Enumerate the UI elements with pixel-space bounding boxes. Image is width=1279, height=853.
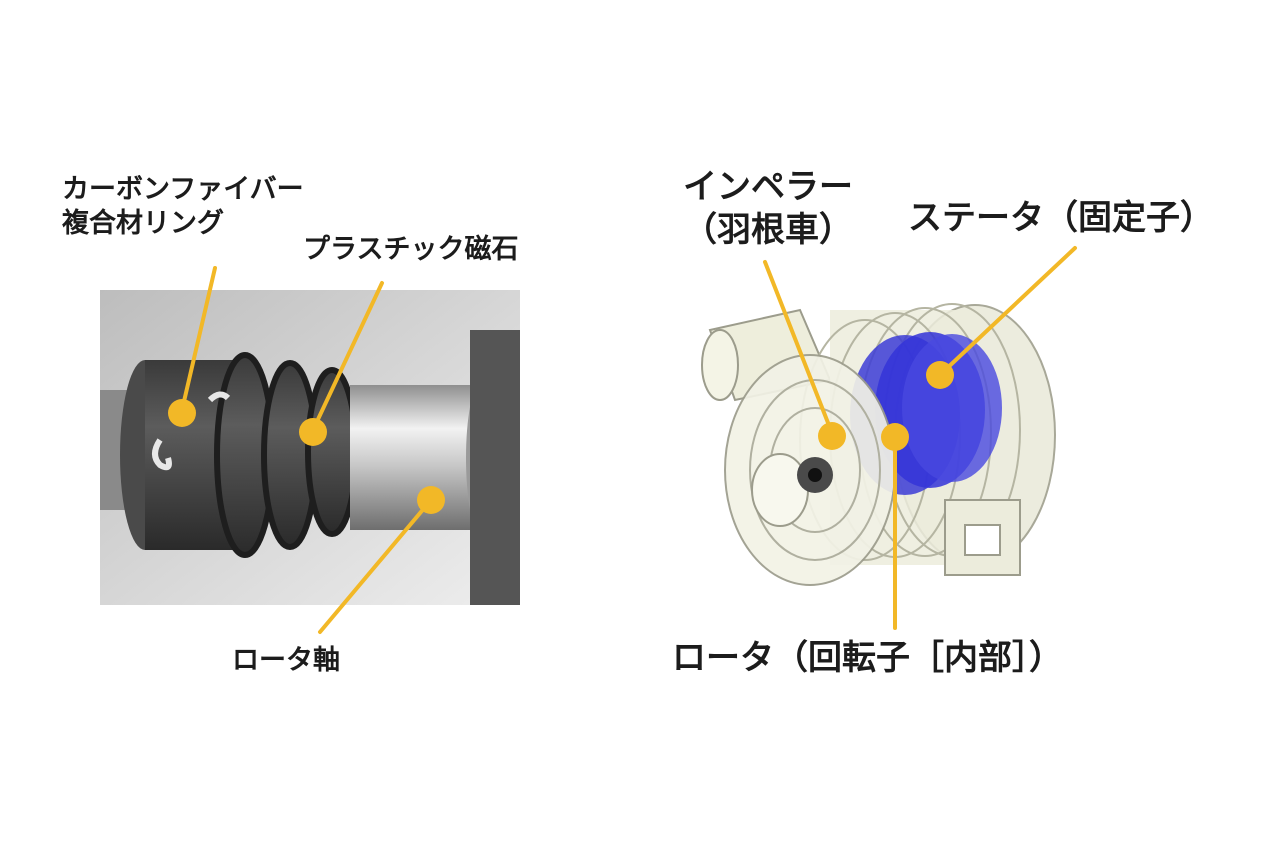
leader-stator — [941, 246, 1077, 374]
leader-rotor-shaft — [318, 498, 433, 634]
label-carbon-fiber-ring-line1: カーボンファイバー — [62, 174, 304, 205]
label-impeller: インペラー （羽根車） — [668, 166, 868, 251]
leader-dot-rotor — [881, 423, 909, 451]
label-plastic-magnet: プラスチック磁石 — [303, 234, 519, 265]
label-impeller-line2: （羽根車） — [683, 209, 853, 250]
leader-dot-impeller — [818, 422, 846, 450]
label-stator: ステータ（固定子） — [908, 198, 1214, 238]
white-marking — [152, 391, 231, 471]
label-rotor-shaft: ロータ軸 — [232, 645, 340, 676]
front-ring-1 — [749, 379, 881, 561]
leader-carbon-ring — [180, 266, 217, 412]
metal-shaft — [350, 385, 480, 530]
flange — [470, 330, 520, 605]
label-carbon-fiber-ring: カーボンファイバー 複合材リング — [62, 173, 304, 241]
outlet-pipe-mouth — [701, 329, 739, 401]
label-carbon-fiber-ring-line2: 複合材リング — [62, 207, 224, 239]
rotor-photo — [100, 290, 520, 605]
leader-dot-stator — [926, 361, 954, 389]
label-rotor: ロータ（回転子［内部］） — [672, 638, 1063, 678]
mount-slot — [964, 524, 1001, 556]
pump-diagram — [701, 303, 1056, 586]
leader-plastic-magnet — [311, 281, 384, 432]
leader-dot-rotor-shaft — [417, 486, 445, 514]
label-impeller-line1: インペラー — [683, 167, 853, 207]
leader-dot-plastic-magnet — [299, 418, 327, 446]
impeller-center — [808, 468, 822, 482]
leader-dot-carbon-ring — [168, 399, 196, 427]
leader-impeller — [763, 260, 834, 435]
